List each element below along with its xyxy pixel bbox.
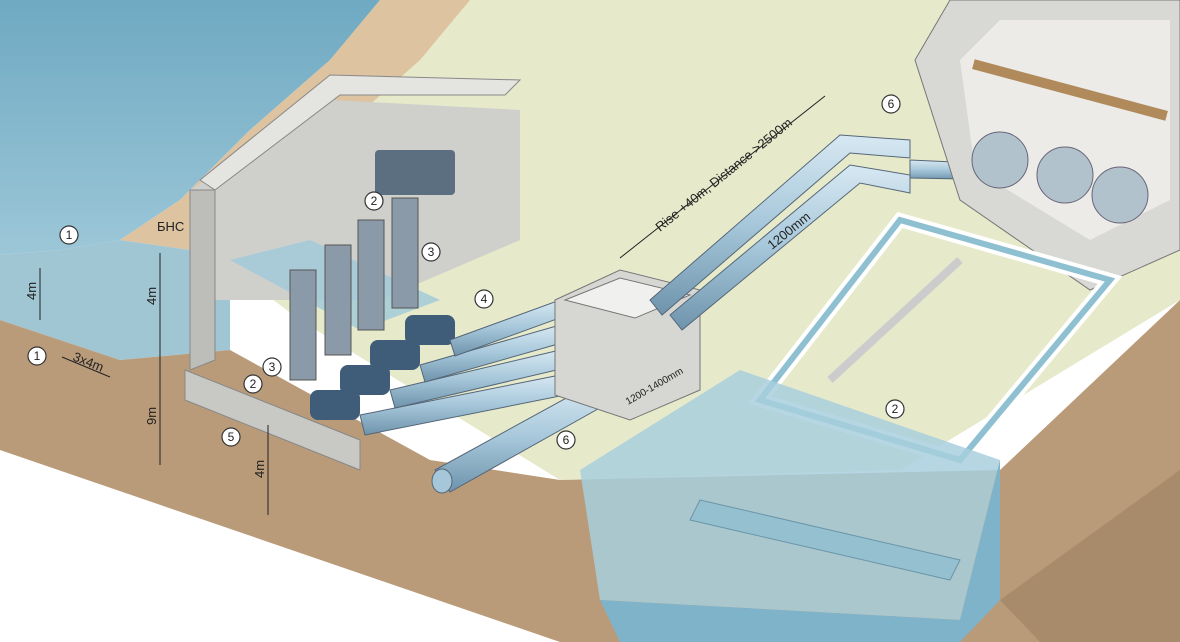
discharge-pipes <box>359 299 606 494</box>
callout-pressure-pipe: 6 <box>556 430 576 450</box>
svg-text:2: 2 <box>250 377 257 391</box>
svg-text:5: 5 <box>228 430 235 444</box>
svg-text:3: 3 <box>428 245 435 259</box>
dimension-lines <box>39 95 826 515</box>
svg-text:4: 4 <box>481 292 488 306</box>
svg-text:3: 3 <box>269 360 276 374</box>
dim-upper-level: 4m <box>144 287 159 305</box>
vertical-pumps <box>289 197 419 381</box>
callout-reservoir-gate: 2 <box>885 399 905 419</box>
svg-text:6: 6 <box>563 433 570 447</box>
svg-text:1: 1 <box>66 228 73 242</box>
callout-gate-left: 2 <box>243 374 263 394</box>
river-water <box>0 0 380 255</box>
clean-water-reservoir <box>580 370 1000 642</box>
callout-pump-left: 3 <box>262 357 282 377</box>
dim-intake-depth: 4m <box>24 282 39 300</box>
callout-intake-screen-bottom: 1 <box>27 346 47 366</box>
callout-intake-screen-top: 1 <box>59 225 79 245</box>
svg-text:2: 2 <box>892 402 899 416</box>
callout-pipe-right: 6 <box>881 94 901 114</box>
station-label: БНС <box>157 219 184 234</box>
dim-total-depth: 9m <box>144 407 159 425</box>
callout-pump-right: 3 <box>421 242 441 262</box>
pump-hall <box>914 0 1180 291</box>
svg-text:1: 1 <box>34 349 41 363</box>
dim-foundation: 4m <box>252 460 267 478</box>
svg-text:6: 6 <box>888 97 895 111</box>
callout-valve: 4 <box>474 289 494 309</box>
callout-pump-column: 2 <box>364 191 384 211</box>
intake-water <box>0 240 230 360</box>
svg-text:2: 2 <box>371 194 378 208</box>
callout-foundation-slab: 5 <box>221 427 241 447</box>
